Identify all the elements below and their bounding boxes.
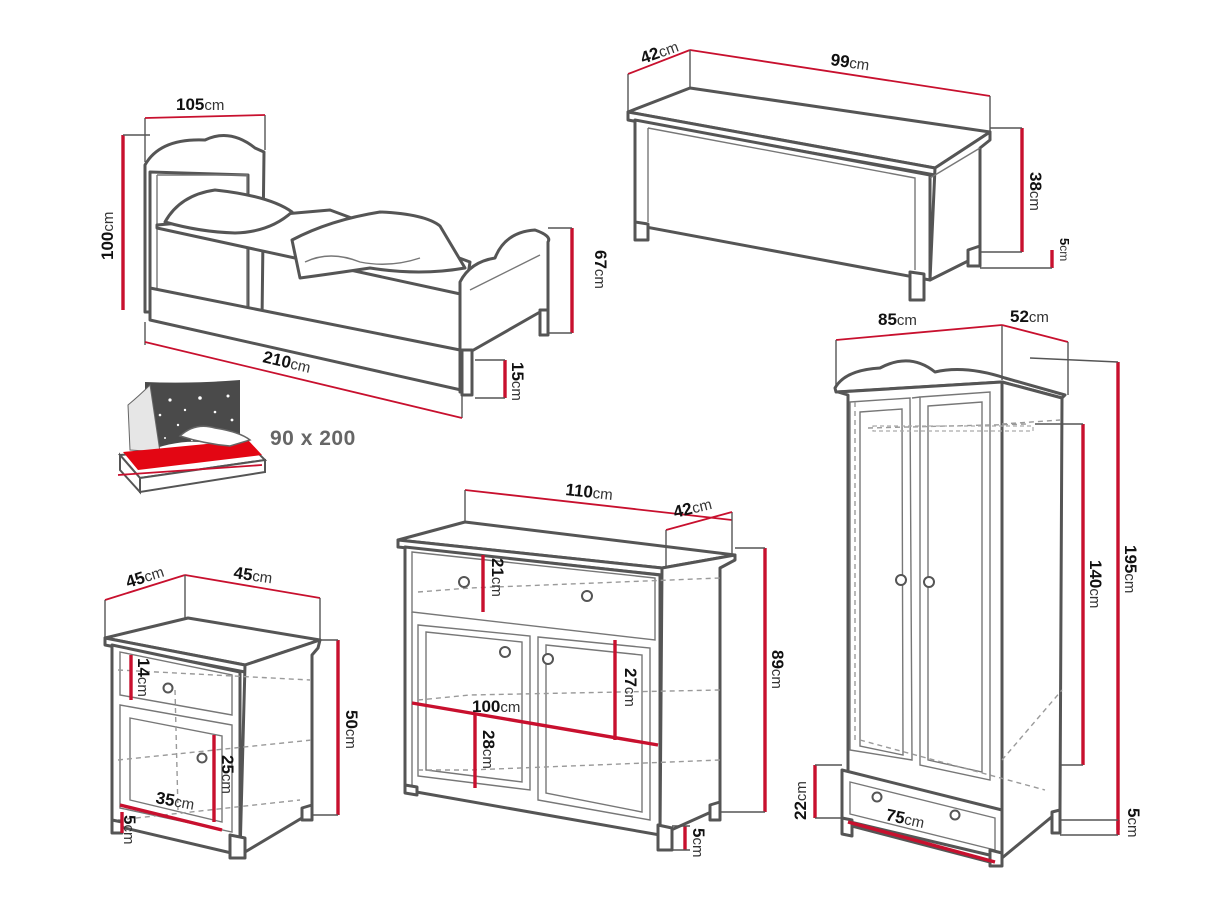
dresser-depth-line bbox=[665, 511, 733, 531]
nightstand-height-label: 50cm bbox=[342, 710, 361, 749]
nightstand-door-label: 25cm bbox=[218, 755, 237, 794]
chest-width-label: 99cm bbox=[829, 50, 870, 74]
chest-width-line bbox=[689, 49, 991, 97]
mattress-arrow-line bbox=[117, 464, 263, 476]
wardrobe-depth-label: 52cm bbox=[1010, 307, 1049, 326]
dresser-height-label: 89cm bbox=[768, 650, 787, 689]
bed-width-line bbox=[144, 114, 266, 119]
dresser-width-label: 110cm bbox=[565, 480, 614, 504]
nightstand-leg-label: 5cm bbox=[120, 815, 139, 844]
wardrobe-hanging-label: 140cm bbox=[1086, 560, 1105, 608]
bed-length-label: 210cm bbox=[261, 347, 312, 376]
dresser-door-label: 27cm bbox=[621, 668, 640, 707]
dresser-inner-width-line bbox=[411, 701, 659, 747]
dresser-inner-width-label: 100cm bbox=[472, 697, 520, 716]
chest-depth-label: 42cm bbox=[638, 37, 681, 68]
bed-height-label: 100cm bbox=[98, 212, 117, 260]
nightstand-drawer-label: 14cm bbox=[134, 658, 153, 697]
dresser-drawer-label: 21cm bbox=[488, 558, 507, 597]
chest-height-label: 38cm bbox=[1026, 172, 1045, 211]
bed-drawing bbox=[143, 134, 551, 397]
wardrobe-width-line bbox=[835, 324, 1003, 341]
wardrobe-drawing bbox=[833, 359, 1067, 868]
bed-footboard-label: 67cm bbox=[591, 250, 610, 289]
nightstand-depth-label: 45cm bbox=[123, 562, 166, 592]
nightstand-width-label: 45cm bbox=[232, 563, 273, 587]
nightstand-inner-width-label: 35cm bbox=[154, 788, 196, 813]
nightstand-width-line bbox=[184, 574, 321, 599]
wardrobe-drawer-width-label: 75cm bbox=[884, 805, 926, 832]
wardrobe-drawer-height-label: 22cm bbox=[791, 781, 810, 820]
dresser-depth-label: 42cm bbox=[671, 494, 713, 522]
bed-width-label: 105cm bbox=[176, 95, 224, 114]
chest-depth-line bbox=[627, 49, 691, 75]
wardrobe-height-ext-top bbox=[1029, 357, 1119, 363]
mattress-size-label: 90 x 200 bbox=[270, 427, 356, 450]
bed-leg-label: 15cm bbox=[508, 362, 527, 401]
dresser-leg-label: 5cm bbox=[689, 828, 708, 857]
chest-drawing bbox=[626, 86, 992, 302]
dresser-drawing bbox=[396, 520, 737, 852]
wardrobe-leg-label: 5cm bbox=[1124, 808, 1143, 837]
bed-length-line bbox=[144, 341, 463, 419]
wardrobe-depth-line bbox=[1001, 324, 1069, 343]
wardrobe-height-label: 195cm bbox=[1121, 545, 1140, 593]
nightstand-inner-width-line bbox=[119, 803, 223, 832]
wardrobe-drawer-width-line bbox=[847, 820, 996, 864]
nightstand-depth-line bbox=[104, 574, 186, 601]
mattress-icon bbox=[117, 380, 268, 495]
dresser-shelf-label: 28cm bbox=[479, 730, 498, 769]
nightstand-drawing bbox=[103, 616, 322, 860]
wardrobe-width-label: 85cm bbox=[878, 310, 917, 329]
chest-leg-label: 5cm bbox=[1057, 238, 1072, 261]
dresser-width-line bbox=[464, 489, 733, 521]
